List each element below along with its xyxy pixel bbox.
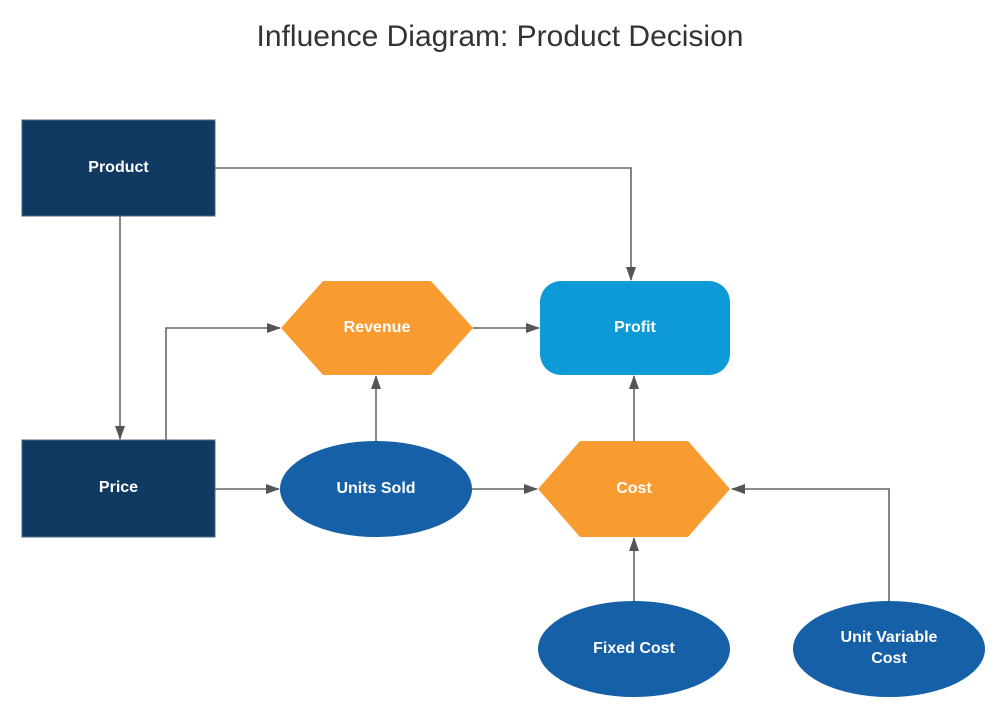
edge-price-revenue [165,323,281,440]
node-product [21,119,216,217]
node-cost [538,441,730,537]
node-units-sold [280,441,472,537]
edge-group [115,167,890,601]
node-price [21,439,216,538]
node-unit-variable-cost [793,601,985,697]
node-fixed-cost [538,601,730,697]
diagram-title: Influence Diagram: Product Decision [256,20,744,53]
edge-unit-variable-cost-cost [731,484,890,601]
node-revenue [281,281,473,375]
edge-product-profit [215,167,636,281]
node-profit [540,281,730,375]
